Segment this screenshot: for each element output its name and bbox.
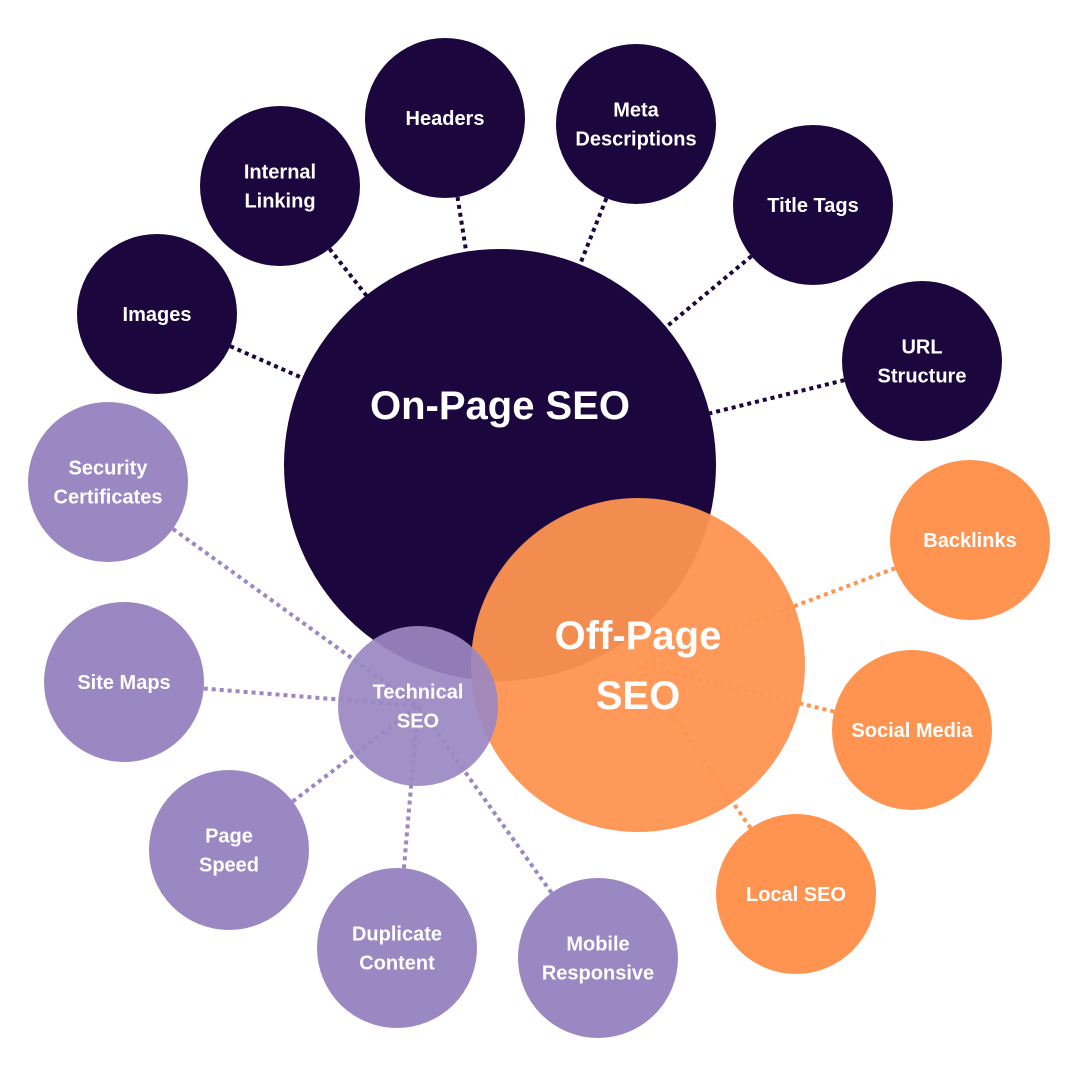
label: Title Tags: [767, 195, 859, 217]
node-circle: [842, 281, 1002, 441]
label-line: Content: [359, 953, 435, 975]
label: Local SEO: [746, 884, 846, 906]
node-url-structure: URL Structure: [842, 281, 1002, 441]
label-line: Linking: [244, 191, 315, 213]
label-line: Page: [205, 826, 253, 848]
node-circle: [44, 602, 204, 762]
label-line: Responsive: [542, 963, 654, 985]
label: URL Structure: [878, 337, 967, 388]
node-circle: [200, 106, 360, 266]
label-line: Duplicate: [352, 924, 442, 946]
node-circle: [832, 650, 992, 810]
node-local-seo: Local SEO: [716, 814, 876, 974]
label-line: Headers: [406, 108, 485, 130]
hub-off-page: [471, 498, 805, 832]
node-backlinks: Backlinks: [890, 460, 1050, 620]
label-line: On-Page SEO: [370, 384, 630, 428]
node-circle: [890, 460, 1050, 620]
node-social-media: Social Media: [832, 650, 992, 810]
label-line: Descriptions: [575, 129, 696, 151]
hub-label-on-page: On-Page SEO: [370, 384, 630, 428]
label: Images: [123, 304, 192, 326]
label-line: URL: [901, 337, 942, 359]
label-line: Site Maps: [77, 672, 170, 694]
label: Site Maps: [77, 672, 170, 694]
hub-circle: [338, 626, 498, 786]
node-circle: [365, 38, 525, 198]
node-circle: [149, 770, 309, 930]
label-line: Social Media: [851, 720, 973, 742]
node-circle: [716, 814, 876, 974]
label-line: SEO: [397, 711, 439, 733]
label-line: Technical: [373, 682, 464, 704]
node-site-maps: Site Maps: [44, 602, 204, 762]
hub-technical: [338, 626, 498, 786]
label-line: Local SEO: [746, 884, 846, 906]
label: On-Page SEO: [370, 384, 630, 428]
node-circle: [77, 234, 237, 394]
hub-circle: [471, 498, 805, 832]
label-line: Security: [69, 458, 149, 480]
label: Social Media: [851, 720, 973, 742]
node-circle: [28, 402, 188, 562]
label-line: Title Tags: [767, 195, 859, 217]
label-line: Images: [123, 304, 192, 326]
label-line: Structure: [878, 366, 967, 388]
label-line: SEO: [596, 674, 680, 718]
node-images: Images: [77, 234, 237, 394]
label-line: Certificates: [54, 487, 163, 509]
label: Backlinks: [923, 530, 1016, 552]
label-line: Off-Page: [555, 614, 722, 658]
label-line: Speed: [199, 855, 259, 877]
label-line: Meta: [613, 100, 659, 122]
node-circle: [556, 44, 716, 204]
node-headers: Headers: [365, 38, 525, 198]
node-circle: [733, 125, 893, 285]
label-line: Mobile: [566, 934, 629, 956]
node-circle: [518, 878, 678, 1038]
label-line: Backlinks: [923, 530, 1016, 552]
node-title-tags: Title Tags: [733, 125, 893, 285]
node-circle: [317, 868, 477, 1028]
label-line: Internal: [244, 162, 316, 184]
label: Headers: [406, 108, 485, 130]
